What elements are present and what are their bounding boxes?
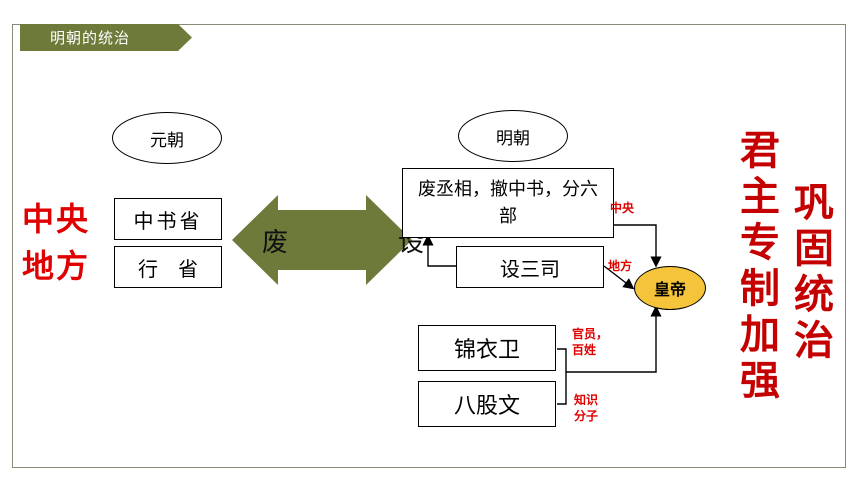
jinyiwei-box: 锦衣卫 [418, 325, 556, 371]
baguwen-box: 八股文 [418, 381, 556, 427]
conclusion-char: 治 [794, 317, 834, 364]
jinyiwei-text: 锦衣卫 [453, 338, 520, 363]
central-label: 中央 [22, 200, 91, 238]
emperor-label: 皇帝 [653, 280, 686, 299]
conclusion-char: 专 [740, 219, 780, 266]
reform-box: 废丞相，撤中书，分六部 [402, 168, 614, 238]
conclusion-column-a: 君 主 专 制 加 强 [736, 128, 784, 404]
conclusion-char: 主 [740, 173, 780, 220]
conclusion-char: 统 [794, 271, 834, 318]
central-office-box: 中书省 [114, 198, 222, 240]
conclusion-char: 制 [740, 265, 780, 312]
central-office-text: 中书省 [133, 208, 203, 233]
conclusion-column-b: 巩 固 统 治 [790, 180, 838, 364]
conclusion-char: 君 [740, 127, 780, 174]
local-office-text: 行 省 [138, 256, 198, 281]
ming-dynasty-label: 明朝 [496, 128, 530, 149]
three-si-box: 设三司 [456, 246, 604, 288]
conclusion-char: 巩 [794, 179, 834, 226]
double-arrow [232, 195, 412, 285]
three-si-text: 设三司 [500, 256, 560, 281]
yuan-dynasty-label: 元朝 [150, 130, 184, 151]
content-frame [12, 24, 846, 468]
officials-note: 官员，百姓 [572, 327, 609, 358]
banner-title: 明朝的统治 [50, 29, 131, 47]
section-banner: 明朝的统治 [20, 24, 192, 51]
local-office-box: 行 省 [114, 246, 222, 288]
conclusion-char: 加 [740, 311, 780, 358]
arrow-label: 废 设 [262, 228, 467, 258]
conclusion-char: 强 [740, 357, 780, 404]
banner-shape [20, 24, 192, 51]
ming-dynasty-ellipse: 明朝 [458, 110, 568, 162]
local-label: 地方 [22, 247, 91, 285]
conclusion-char: 固 [794, 225, 834, 272]
central-note: 中央 [610, 201, 635, 215]
emperor-ellipse: 皇帝 [634, 266, 706, 310]
yuan-dynasty-ellipse: 元朝 [112, 112, 222, 164]
intellectuals-note: 知识分子 [574, 393, 599, 424]
reform-text: 废丞相，撤中书，分六部 [418, 179, 598, 227]
local-note: 地方 [608, 259, 633, 273]
baguwen-text: 八股文 [453, 394, 520, 419]
